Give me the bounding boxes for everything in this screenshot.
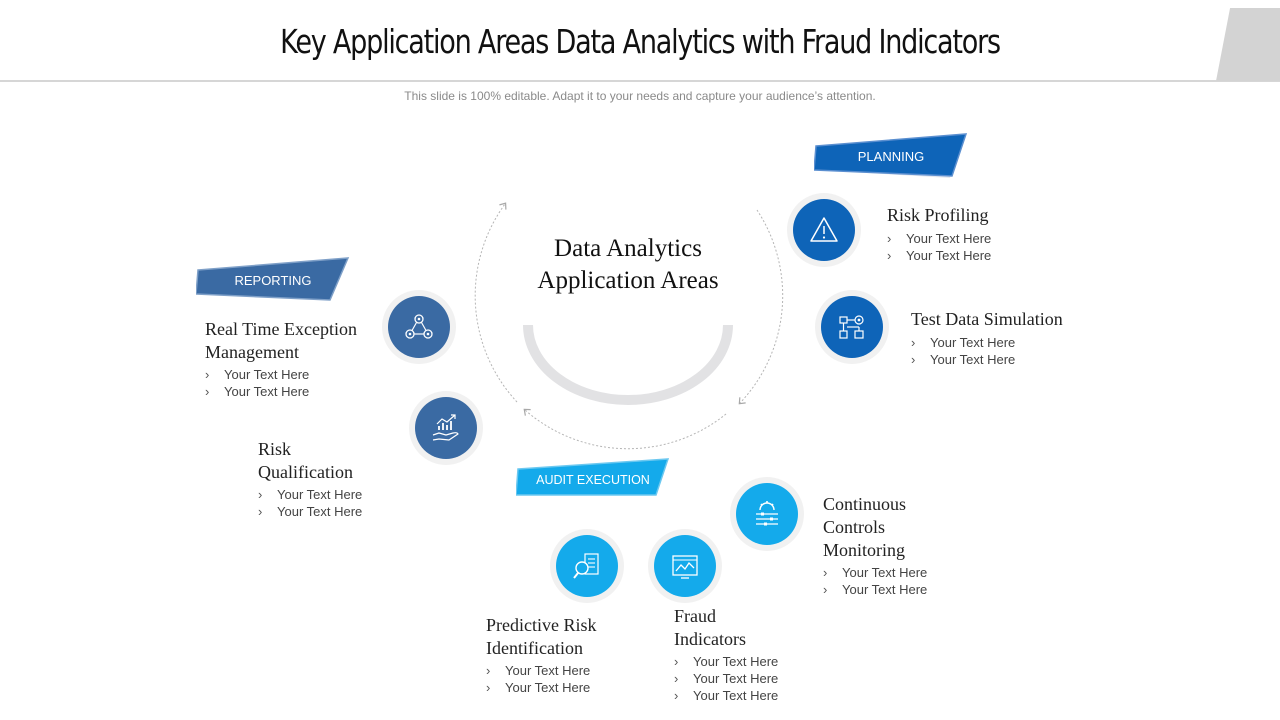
fraud-indicators-title: Fraud Indicators (674, 606, 746, 649)
list-item: Your Text Here (674, 653, 778, 670)
reporting-banner: REPORTING (196, 256, 350, 304)
continuous-controls-monitoring-list: Your Text Here Your Text Here (823, 564, 927, 598)
risk-qualification-circle (409, 391, 483, 465)
list-item: Your Text Here (887, 247, 991, 264)
list-item: Your Text Here (486, 679, 590, 696)
list-item: Your Text Here (205, 383, 309, 400)
real-time-exception-management-circle (382, 290, 456, 364)
list-item: Your Text Here (674, 670, 778, 687)
magnifier-report-icon (573, 553, 599, 579)
list-item: Your Text Here (911, 351, 1015, 368)
risk-qualification-title: Risk Qualification (258, 439, 353, 482)
title-band (0, 0, 1280, 82)
predictive-risk-identification-title: Predictive Risk Identification (486, 615, 597, 658)
center-title: Data Analytics Application Areas (537, 235, 719, 294)
list-item: Your Text Here (823, 581, 927, 598)
gear-sliders-icon (756, 501, 778, 526)
planning-banner: PLANNING (814, 132, 968, 180)
test-data-simulation-list: Your Text Here Your Text Here (911, 334, 1015, 368)
risk-profiling-title: Risk Profiling (887, 205, 989, 225)
arc-arrow-right (738, 209, 784, 405)
test-data-simulation-title: Test Data Simulation (911, 309, 1063, 329)
monitor-chart-icon (672, 555, 698, 579)
list-item: Your Text Here (258, 503, 362, 520)
page-subtitle: This slide is 100% editable. Adapt it to… (404, 89, 876, 103)
predictive-risk-identification-circle (550, 529, 624, 603)
list-item: Your Text Here (911, 334, 1015, 351)
hand-chart-icon (432, 414, 459, 441)
page-title: Key Application Areas Data Analytics wit… (280, 22, 1001, 61)
risk-profiling-list: Your Text Here Your Text Here (887, 230, 991, 264)
list-item: Your Text Here (887, 230, 991, 247)
warning-icon (810, 217, 838, 242)
arc-arrow-bottom (523, 408, 727, 450)
fraud-indicators-list: Your Text Here Your Text Here Your Text … (674, 653, 778, 704)
list-item: Your Text Here (205, 366, 309, 383)
continuous-controls-monitoring-circle (730, 477, 804, 551)
list-item: Your Text Here (823, 564, 927, 581)
inner-arc-shadow (523, 324, 733, 405)
arc-arrow-left (474, 202, 518, 403)
gears-network-icon (405, 314, 433, 339)
list-item: Your Text Here (486, 662, 590, 679)
risk-profiling-circle (787, 193, 861, 267)
predictive-risk-identification-list: Your Text Here Your Text Here (486, 662, 590, 696)
list-item: Your Text Here (674, 687, 778, 704)
continuous-controls-monitoring-title: Continuous Controls Monitoring (823, 494, 907, 560)
test-data-simulation-circle (815, 290, 889, 364)
flowchart-icon (839, 315, 864, 339)
list-item: Your Text Here (258, 486, 362, 503)
fraud-indicators-circle (648, 529, 722, 603)
real-time-exception-management-title: Real Time Exception Management (205, 319, 357, 362)
risk-qualification-list: Your Text Here Your Text Here (258, 486, 362, 520)
real-time-exception-management-list: Your Text Here Your Text Here (205, 366, 309, 400)
audit-execution-banner: AUDIT EXECUTION (516, 457, 670, 499)
